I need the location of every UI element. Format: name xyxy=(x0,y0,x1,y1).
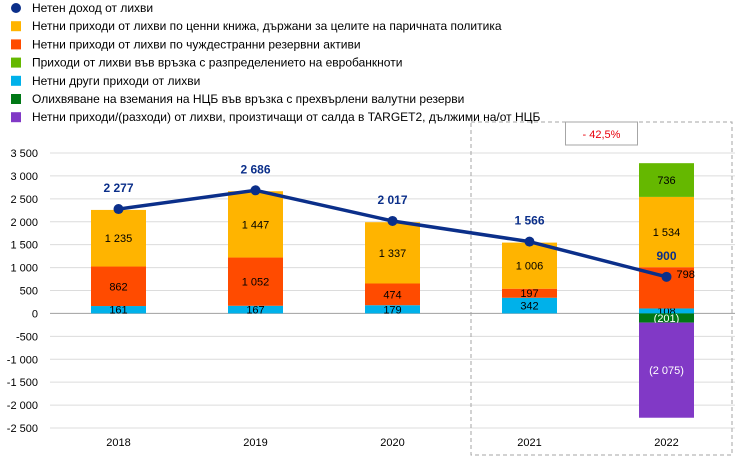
bar-data-label: 862 xyxy=(109,281,127,293)
bar-data-label: 1 447 xyxy=(242,219,270,231)
x-tick-label: 2018 xyxy=(106,437,130,449)
bar-data-label: 161 xyxy=(109,305,127,317)
legend-label: Нетни приходи от лихви по ценни книжа, д… xyxy=(32,19,502,33)
bar-segment xyxy=(91,209,146,267)
bar-data-label: 167 xyxy=(246,305,264,317)
bar-segment xyxy=(91,306,146,314)
legend-label: Приходи от лихви във връзка с разпределе… xyxy=(32,56,402,70)
y-tick-label: 500 xyxy=(20,286,38,298)
legend-label: Нетни приходи/(разходи) от лихви, произт… xyxy=(32,110,541,124)
y-tick-label: 3 000 xyxy=(10,171,38,183)
bar-segment xyxy=(502,297,557,314)
bar-data-label: 179 xyxy=(383,304,401,316)
line-data-label: 2 017 xyxy=(377,193,407,207)
bar-segment xyxy=(365,222,420,284)
bar-segment xyxy=(502,288,557,298)
bar-data-label: 197 xyxy=(520,288,538,300)
legend-swatch xyxy=(11,21,21,32)
line-point xyxy=(387,215,398,226)
legend-swatch xyxy=(11,112,21,123)
legend-label: Нетни приходи от лихви по чуждестранни р… xyxy=(32,37,361,51)
bar-segment xyxy=(228,257,283,306)
annotation-label: - 42,5% xyxy=(583,129,621,141)
bar-segment xyxy=(365,283,420,306)
legend-swatch xyxy=(11,94,21,104)
bar-segment xyxy=(639,308,694,314)
bar-segment xyxy=(228,191,283,258)
x-tick-label: 2020 xyxy=(380,437,404,449)
legend-swatch xyxy=(11,57,21,68)
bar-data-label: (201) xyxy=(654,313,680,325)
bar-segment xyxy=(639,313,694,323)
bar-data-label: 1 534 xyxy=(653,227,681,239)
annotation-box: - 42,5% xyxy=(470,121,733,456)
y-tick-label: 1 000 xyxy=(10,263,38,275)
y-tick-label: 3 500 xyxy=(10,148,38,160)
bar-segment xyxy=(365,305,420,314)
line-point xyxy=(524,236,535,247)
bar-data-label: 474 xyxy=(383,289,401,301)
y-tick-label: -500 xyxy=(16,331,38,343)
y-tick-label: -1 500 xyxy=(7,377,38,389)
y-tick-label: -2 500 xyxy=(7,423,38,435)
bar-segment xyxy=(639,196,694,268)
line-inline-label: 900 xyxy=(656,249,676,263)
line-data-label: 2 277 xyxy=(103,181,133,195)
x-tick-label: 2019 xyxy=(243,437,267,449)
bar-data-label: 342 xyxy=(520,301,538,313)
y-tick-label: -2 000 xyxy=(7,400,38,412)
line-data-label: 798 xyxy=(677,269,695,281)
bar-data-label: 736 xyxy=(657,175,675,187)
x-tick-label: 2021 xyxy=(517,437,541,449)
bar-segment xyxy=(228,305,283,314)
line-point xyxy=(661,271,672,282)
y-axis: 3 500 3 000 2 500 2 000 1 500 1 000 500 0 -500 -1… xyxy=(7,148,38,435)
bar-segment xyxy=(502,242,557,289)
legend-label: Нетен доход от лихви xyxy=(32,1,153,15)
bar-data-label: 1 052 xyxy=(242,277,270,289)
legend-marker-line xyxy=(11,3,21,13)
bar-data-label: 1 235 xyxy=(105,233,133,245)
legend-swatch xyxy=(11,39,21,50)
bar-data-label: (2 075) xyxy=(649,365,684,377)
y-tick-label: 2 000 xyxy=(10,217,38,229)
line-data-label: 2 686 xyxy=(240,162,270,176)
bars: 161 862 1 235 167 1 052 1 447 179 474 1 337 34219… xyxy=(91,163,694,418)
bar-segment xyxy=(639,322,694,418)
line-point xyxy=(250,185,261,196)
annotation-label-box xyxy=(565,121,638,146)
legend-label: Нетни други приходи от лихви xyxy=(32,74,200,88)
y-tick-label: -1 000 xyxy=(7,354,38,366)
x-axis: 2018 2019 2020 2021 2022 xyxy=(106,437,678,449)
bar-data-label: 1 337 xyxy=(379,248,407,260)
bar-segment xyxy=(639,163,694,197)
line-data-label: 1 566 xyxy=(514,214,544,228)
bar-segment xyxy=(91,266,146,307)
y-tick-label: 2 500 xyxy=(10,194,38,206)
x-tick-label: 2022 xyxy=(654,437,678,449)
legend-label: Олихвяване на вземания на НЦБ във връзка… xyxy=(32,92,464,106)
line-point xyxy=(113,204,124,215)
annotation-dashed-box xyxy=(470,121,733,456)
y-tick-label: 0 xyxy=(32,308,38,320)
y-tick-label: 1 500 xyxy=(10,240,38,252)
legend-swatch xyxy=(11,75,21,86)
bar-data-label: 1 006 xyxy=(516,261,544,273)
